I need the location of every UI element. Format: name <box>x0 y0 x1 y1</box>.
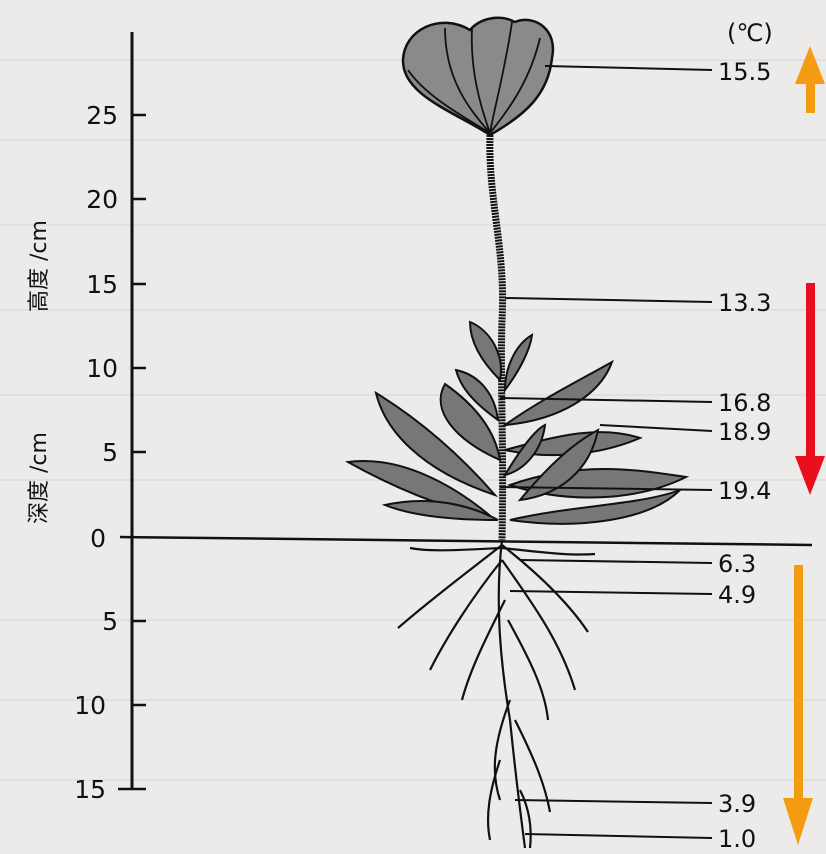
arrow-down-red <box>795 283 825 495</box>
depth-axis-title: 深度 /cm <box>27 432 52 524</box>
tick-label-5: 5 <box>102 438 118 467</box>
temperature-upper-leaves: 16.8 <box>718 389 771 417</box>
tick-label-15: 15 <box>86 270 118 299</box>
tick-label-25: 25 <box>86 101 118 130</box>
height-axis-title: 高度 /cm <box>27 220 52 312</box>
arrow-up-orange <box>795 46 825 113</box>
temperature-root-shallow: 6.3 <box>718 550 756 578</box>
roots <box>398 540 595 848</box>
plant-illustration <box>348 18 686 848</box>
temperature-root-upper: 4.9 <box>718 581 756 609</box>
temperature-flower: 15.5 <box>718 58 771 86</box>
leaves <box>348 322 686 524</box>
tick-label-10: 10 <box>86 354 118 383</box>
arrow-down-orange <box>783 565 813 845</box>
tick-label-depth-10: 10 <box>74 691 106 720</box>
tick-label-depth-15: 15 <box>74 775 106 804</box>
temperature-unit-label: (℃) <box>727 19 773 47</box>
ground-line <box>120 537 812 545</box>
temperature-lower-leaves: 19.4 <box>718 477 771 505</box>
flower-head <box>403 18 553 135</box>
tick-label-20: 20 <box>86 185 118 214</box>
tick-label-depth-5: 5 <box>102 607 118 636</box>
tick-label-0: 0 <box>90 524 106 553</box>
temperature-root-tip: 1.0 <box>718 825 756 853</box>
temperature-middle-leaves: 18.9 <box>718 418 771 446</box>
temperature-stem: 13.3 <box>718 289 771 317</box>
stem <box>490 135 503 540</box>
temperature-root-deep: 3.9 <box>718 790 756 818</box>
